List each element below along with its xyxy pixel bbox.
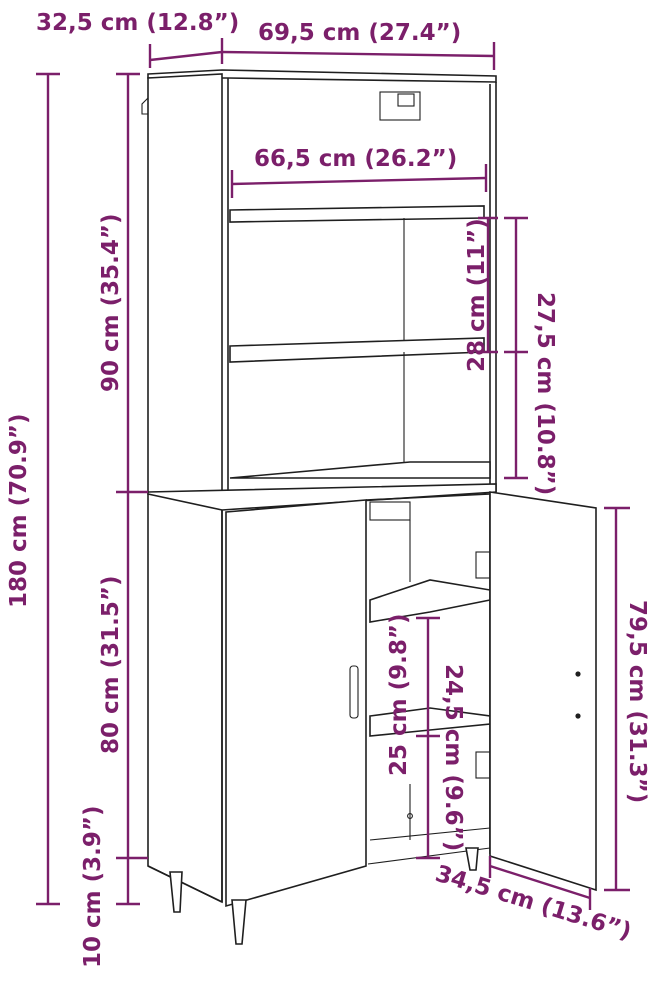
label-width-top: 69,5 cm (27.4”) — [258, 20, 461, 46]
label-lower-shelf-25: 25 cm (9.8”) — [386, 613, 412, 776]
dimension-lines — [36, 38, 630, 910]
label-door-height: 79,5 cm (31.3”) — [624, 600, 650, 803]
label-upper-height: 90 cm (35.4”) — [98, 213, 124, 392]
cabinet-outline — [141, 69, 597, 945]
label-depth-top: 32,5 cm (12.8”) — [36, 10, 239, 36]
label-door-width: 34,5 cm (13.6”) — [432, 861, 634, 945]
label-lower-height: 80 cm (31.5”) — [98, 575, 124, 754]
label-leg-height: 10 cm (3.9”) — [80, 805, 106, 968]
label-total-height: 180 cm (70.9”) — [6, 413, 32, 608]
label-shelf-gap-28: 28 cm (11”) — [464, 218, 490, 372]
label-lower-shelf-24-5: 24,5 cm (9.6”) — [440, 664, 466, 851]
label-inner-width: 66,5 cm (26.2”) — [254, 146, 457, 172]
label-shelf-gap-27-5: 27,5 cm (10.8”) — [532, 292, 558, 495]
